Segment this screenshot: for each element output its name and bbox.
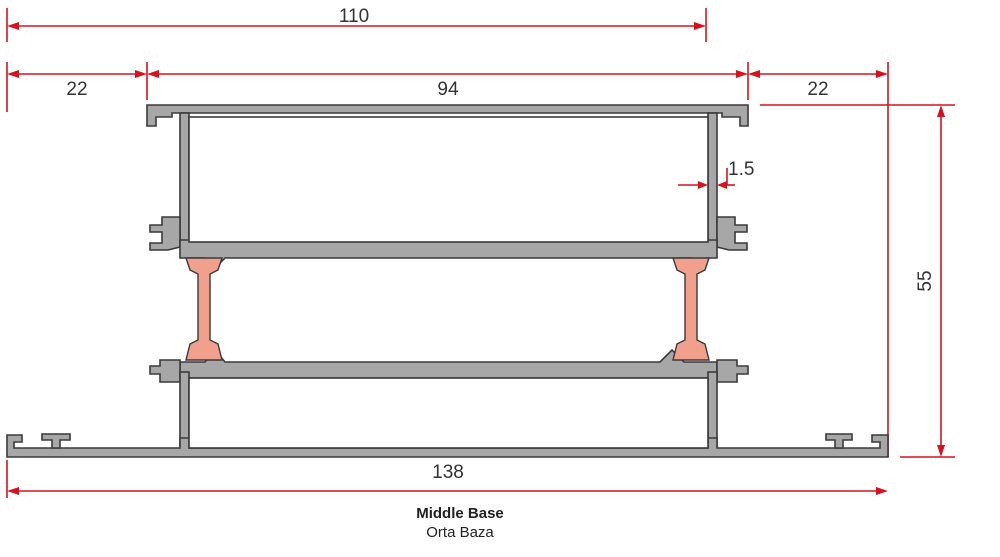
dimension-top-width: 110 [6, 6, 707, 42]
dimension-right-offset-label: 22 [807, 79, 828, 100]
upper-chamber [188, 116, 709, 243]
thermal-break-left [185, 257, 223, 361]
aluminium-profile [6, 104, 889, 458]
dimension-height: 55 [760, 104, 955, 458]
caption-subtitle: Orta Baza [426, 524, 494, 541]
caption-title: Middle Base [416, 505, 504, 522]
dimension-row-upper: 22 94 22 [6, 62, 889, 457]
lower-chamber [188, 377, 709, 449]
dimension-base-width-label: 138 [432, 462, 464, 483]
dimension-base-width: 138 [6, 460, 888, 498]
dimension-wall-thickness-label: 1.5 [728, 159, 754, 180]
dimension-left-offset-label: 22 [66, 79, 87, 100]
dimension-wall-thickness: 1.5 [678, 159, 754, 189]
dimension-top-width-label: 110 [339, 6, 369, 27]
thermal-break-right [672, 257, 710, 361]
dimension-middle-width-label: 94 [437, 79, 459, 100]
dimension-height-label: 55 [915, 270, 936, 291]
